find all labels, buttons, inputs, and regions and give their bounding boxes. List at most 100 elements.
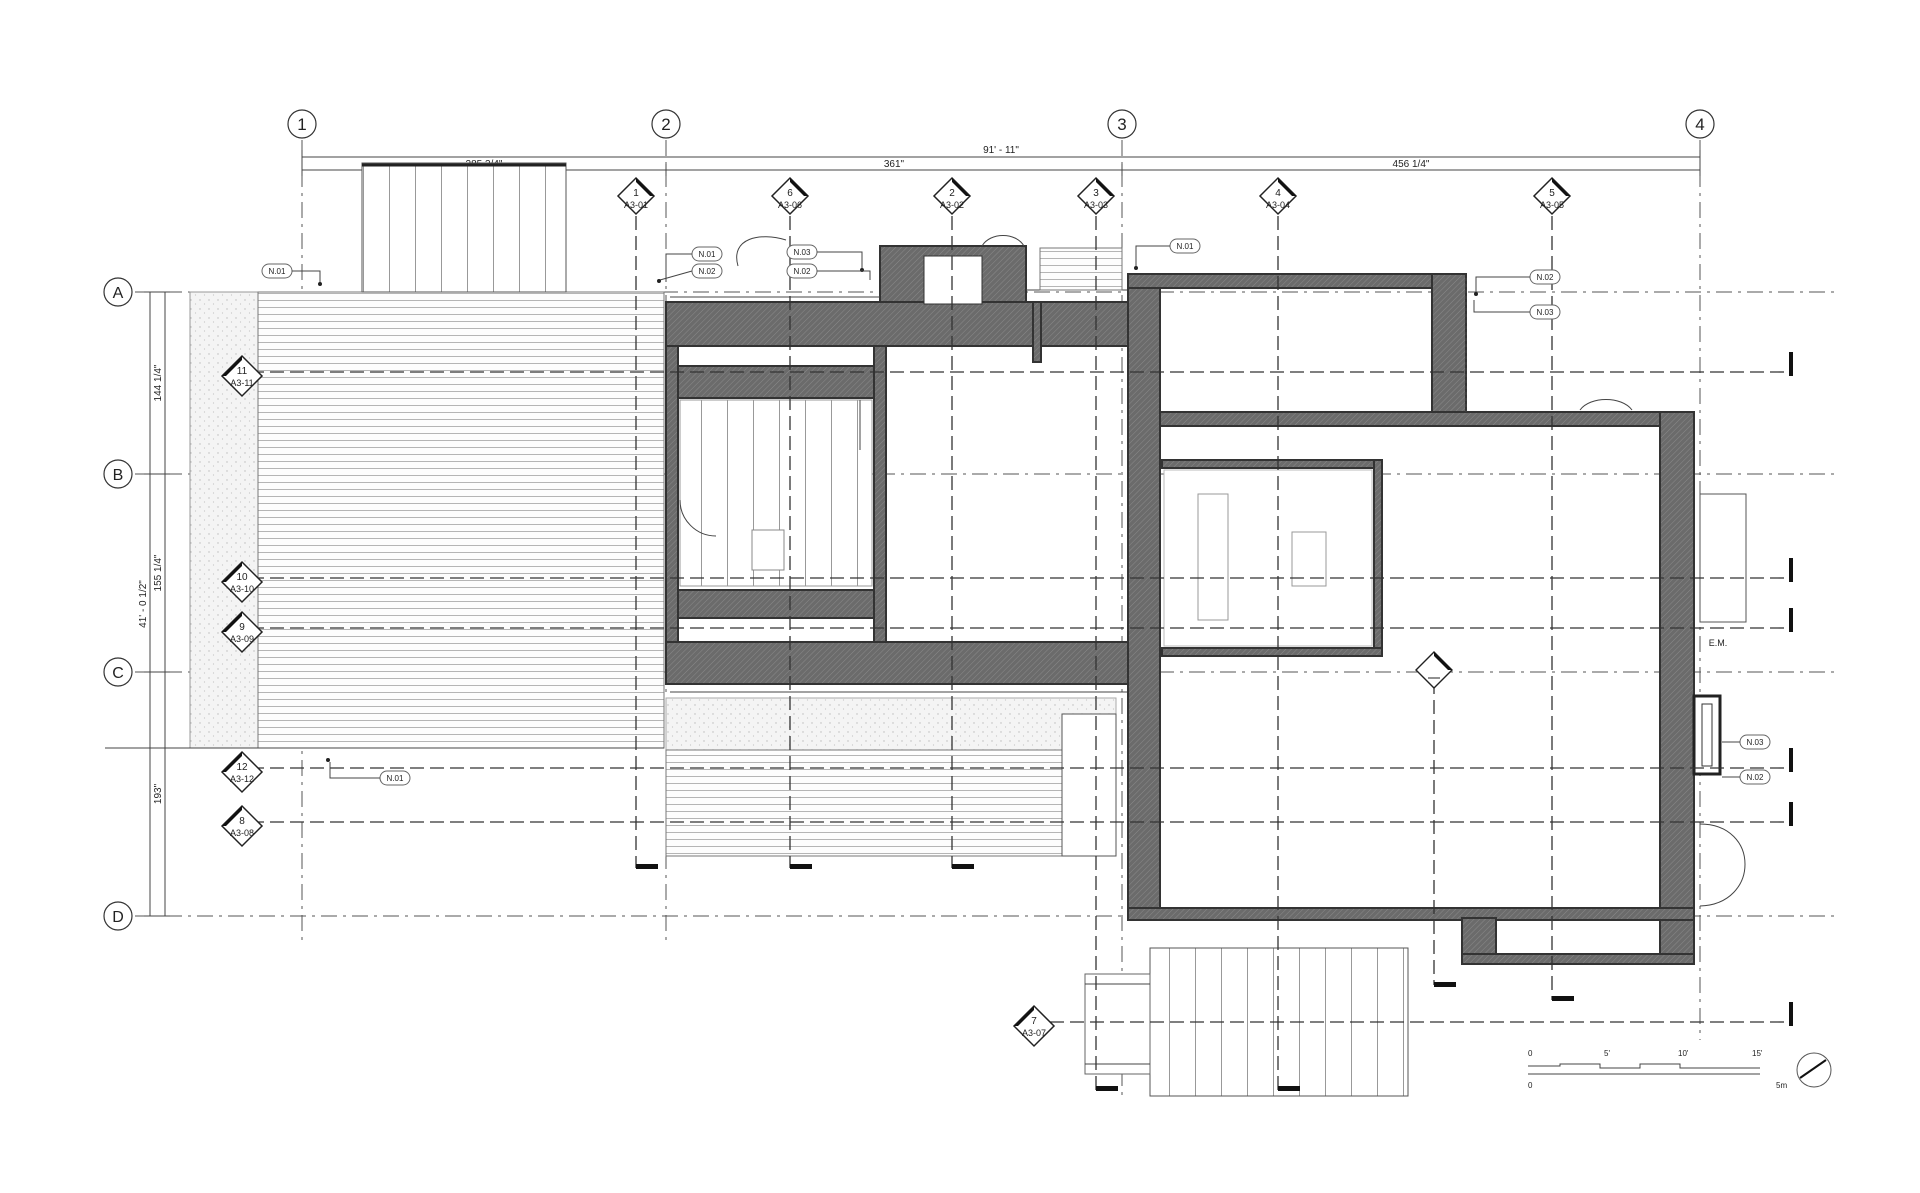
section-marker-5: 5 A3-05 xyxy=(1532,176,1572,216)
svg-text:N.02: N.02 xyxy=(794,267,811,276)
svg-text:9: 9 xyxy=(239,622,245,633)
section-markers-left: 11 A3-11 10 A3-10 9 A3-09 12 A3-12 8 A3-… xyxy=(220,354,1056,1048)
svg-text:A3-04: A3-04 xyxy=(1266,200,1290,210)
svg-text:N.03: N.03 xyxy=(1537,308,1554,317)
section-marker-3: 3 A3-03 xyxy=(1076,176,1116,216)
section-marker-9: 9 A3-09 xyxy=(220,610,264,654)
svg-text:N.01: N.01 xyxy=(269,267,286,276)
grid-bubble-B: B xyxy=(103,459,133,489)
section-marker-8: 8 A3-08 xyxy=(220,804,264,848)
svg-text:12: 12 xyxy=(236,762,248,773)
svg-text:N.01: N.01 xyxy=(387,774,404,783)
svg-text:A3-01: A3-01 xyxy=(624,200,648,210)
svg-text:11: 11 xyxy=(237,366,248,377)
svg-text:A3-06: A3-06 xyxy=(778,200,802,210)
svg-text:10': 10' xyxy=(1678,1049,1689,1058)
section-markers-top: 1 A3-01 6 A3-06 2 A3-02 3 A3-03 4 A3-04 xyxy=(616,176,1572,216)
svg-text:A3-08: A3-08 xyxy=(230,828,254,838)
svg-text:0: 0 xyxy=(1528,1081,1533,1090)
overall-dimension: 91' - 11" xyxy=(983,145,1019,156)
svg-text:N.02: N.02 xyxy=(1537,273,1554,282)
svg-text:A3-05: A3-05 xyxy=(1540,200,1564,210)
grid-bubble-3: 3 xyxy=(1107,109,1137,139)
svg-text:15': 15' xyxy=(1752,1049,1763,1058)
note-tag-n02-right: N.02 xyxy=(1474,269,1561,296)
section-marker-7: 7 A3-07 xyxy=(1012,1004,1056,1048)
svg-text:7: 7 xyxy=(1031,1016,1037,1027)
section-marker-10: 10 A3-10 xyxy=(220,560,264,604)
note-tag-n01-house: N.01 xyxy=(1134,238,1201,270)
section-marker-2: 2 A3-02 xyxy=(932,176,972,216)
svg-text:A3-11: A3-11 xyxy=(230,378,253,388)
grid-bubbles: 1 2 3 4 A B C D xyxy=(103,109,1715,931)
svg-text:8: 8 xyxy=(239,816,245,827)
dimension-row-c-d: 193" xyxy=(153,783,164,804)
svg-text:A3-03: A3-03 xyxy=(1084,200,1108,210)
svg-text:3: 3 xyxy=(1093,188,1099,199)
svg-text:A3-07: A3-07 xyxy=(1022,1028,1046,1038)
svg-text:5': 5' xyxy=(1604,1049,1610,1058)
section-lines xyxy=(250,216,1793,1091)
svg-text:C: C xyxy=(112,665,124,682)
svg-text:D: D xyxy=(112,909,124,926)
dimension-row-a-b: 144 1/4" xyxy=(153,364,164,401)
svg-text:N.03: N.03 xyxy=(794,248,811,257)
svg-text:A3-09: A3-09 xyxy=(230,634,254,644)
svg-text:3: 3 xyxy=(1117,115,1126,134)
svg-text:N.02: N.02 xyxy=(1747,773,1764,782)
grid-bubble-4: 4 xyxy=(1685,109,1715,139)
note-tag-n02-top: N.02 xyxy=(786,263,871,280)
svg-text:N.01: N.01 xyxy=(1177,242,1194,251)
section-marker-1: 1 A3-01 xyxy=(616,176,656,216)
svg-text:A3-02: A3-02 xyxy=(940,200,964,210)
grid-bubble-A: A xyxy=(103,277,133,307)
grid-bubble-1: 1 xyxy=(287,109,317,139)
note-tags: N.01 N.01 N.02 N.03 N.02 N.01 xyxy=(261,238,1771,786)
note-tag-n01-left: N.01 xyxy=(261,263,322,286)
svg-text:4: 4 xyxy=(1695,115,1704,134)
svg-text:5m: 5m xyxy=(1776,1081,1787,1090)
left-deck xyxy=(105,162,665,749)
svg-text:N.03: N.03 xyxy=(1747,738,1764,747)
svg-text:A3-12: A3-12 xyxy=(230,774,254,784)
svg-text:N.01: N.01 xyxy=(699,250,716,259)
note-tag-n03-lower: N.03 xyxy=(1722,734,1771,750)
note-tag-n02-lower: N.02 xyxy=(1722,769,1771,785)
em-label: E.M. xyxy=(1709,638,1728,648)
lower-deck xyxy=(665,697,1117,857)
note-tag-n03-top: N.03 xyxy=(786,244,864,272)
note-tag-n03-right: N.03 xyxy=(1473,300,1561,320)
svg-text:A: A xyxy=(113,285,124,302)
dimension-row-overall: 41' - 0 1/2" xyxy=(138,580,149,628)
section-marker-11: 11 A3-11 xyxy=(220,354,264,398)
svg-text:A3-10: A3-10 xyxy=(230,584,254,594)
svg-text:2: 2 xyxy=(949,188,955,199)
section-marker-4: 4 A3-04 xyxy=(1258,176,1298,216)
scale-bar: 0 5' 10' 15' 0 5m xyxy=(1528,1049,1787,1090)
svg-text:N.02: N.02 xyxy=(699,267,716,276)
svg-text:1: 1 xyxy=(297,115,306,134)
main-house xyxy=(736,235,1747,965)
middle-wing xyxy=(665,245,1129,693)
section-marker-12: 12 A3-12 xyxy=(220,750,264,794)
level-marker xyxy=(1415,651,1453,689)
note-tag-n01-lower: N.01 xyxy=(326,758,411,786)
svg-text:2: 2 xyxy=(661,115,670,134)
svg-text:4: 4 xyxy=(1275,188,1281,199)
dimension-bay-2-3: 361" xyxy=(884,159,905,170)
dimensions-left: 144 1/4" 155 1/4" 41' - 0 1/2" 193" xyxy=(138,291,170,917)
svg-text:10: 10 xyxy=(236,572,248,583)
svg-text:0: 0 xyxy=(1528,1049,1533,1058)
note-tag-n02-mid: N.02 xyxy=(657,263,723,283)
north-arrow-icon xyxy=(1796,1052,1832,1088)
svg-text:6: 6 xyxy=(787,188,793,199)
grid-bubble-C: C xyxy=(103,657,133,687)
svg-text:B: B xyxy=(113,467,124,484)
svg-text:5: 5 xyxy=(1549,188,1555,199)
section-marker-6: 6 A3-06 xyxy=(770,176,810,216)
dimension-row-b-c: 155 1/4" xyxy=(153,554,164,591)
grid-bubble-2: 2 xyxy=(651,109,681,139)
note-tag-n01-mid: N.01 xyxy=(665,246,723,282)
svg-text:1: 1 xyxy=(633,188,639,199)
